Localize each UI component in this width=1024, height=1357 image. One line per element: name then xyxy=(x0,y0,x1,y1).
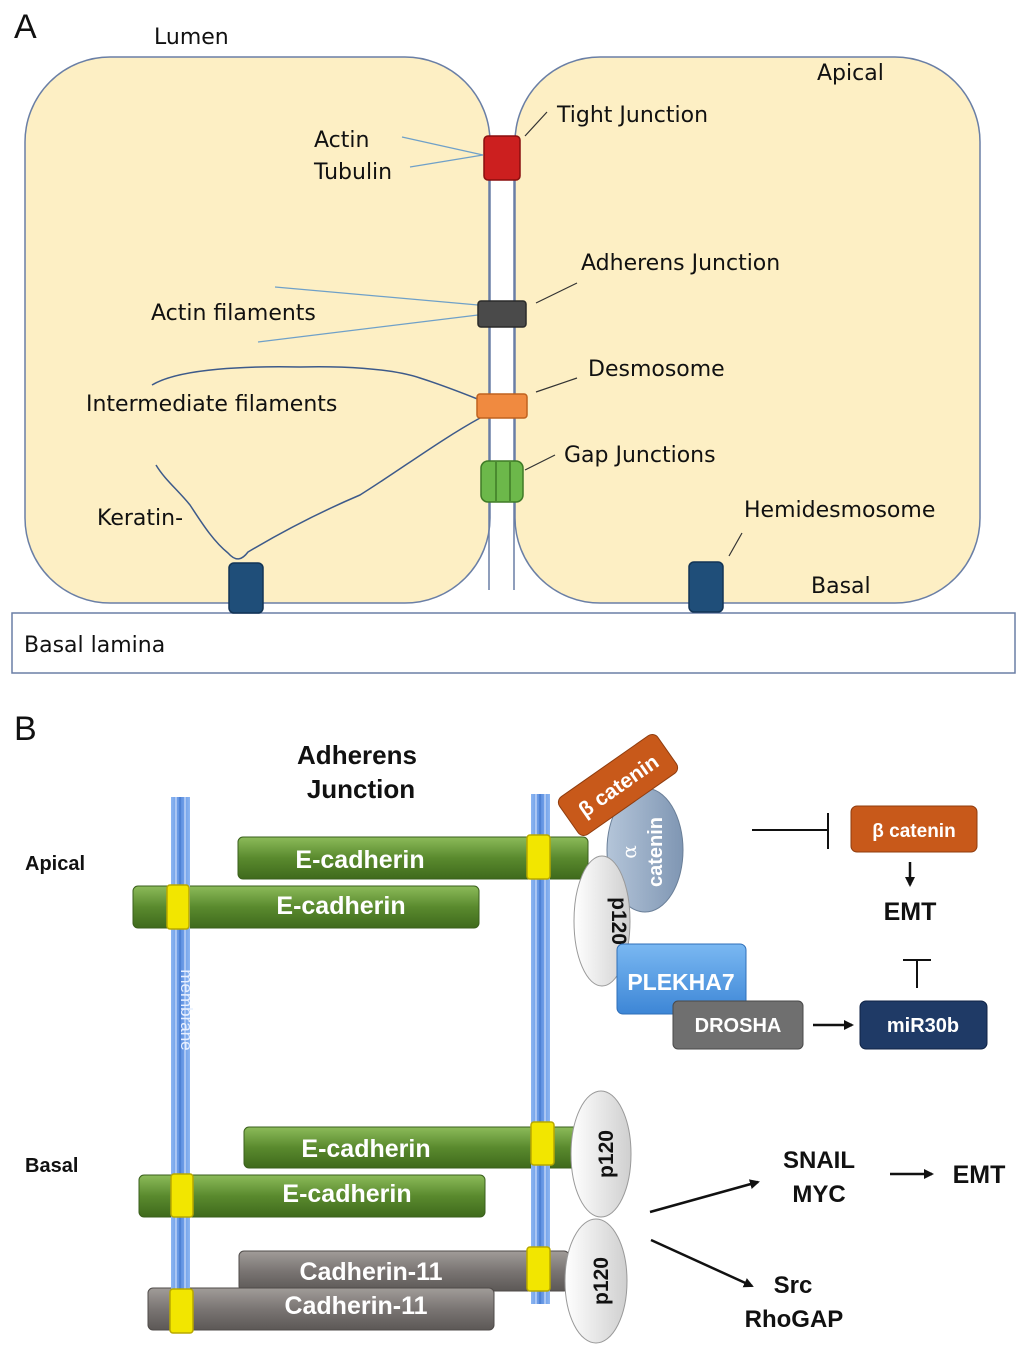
alpha-catenin-label: catenin xyxy=(645,817,667,887)
cadherin-11-bar-2 xyxy=(147,1287,495,1331)
desmosome xyxy=(476,393,528,419)
e-cadherin-label-3: E-cadherin xyxy=(301,1135,430,1163)
myc-label: MYC xyxy=(792,1181,845,1208)
cadherin-11-label-2: Cadherin-11 xyxy=(284,1292,427,1320)
emt-right-label: EMT xyxy=(953,1161,1006,1189)
p120-cadherin11 xyxy=(564,1218,628,1344)
membrane-anchors xyxy=(166,834,555,1334)
arrow-to-snail-myc xyxy=(649,1179,760,1214)
cytoskeleton-lines xyxy=(257,136,484,343)
membrane-left xyxy=(171,797,190,1332)
arrow-to-src-rhogap xyxy=(650,1238,754,1288)
rhogap-label: RhoGAP xyxy=(745,1306,844,1333)
inhibition-beta-catenin xyxy=(752,813,829,849)
basal-label-a: Basal xyxy=(811,574,871,599)
lumen-label: Lumen xyxy=(154,25,229,50)
cadherin-11-label-1: Cadherin-11 xyxy=(299,1258,442,1286)
adherens-title-line2: Junction xyxy=(307,774,415,804)
drosha-box xyxy=(672,1000,804,1050)
p120-apical xyxy=(573,855,631,987)
beta-catenin-box xyxy=(850,805,978,853)
hemidesmosome-right xyxy=(688,561,724,613)
e-cadherin-bar-2 xyxy=(132,885,480,929)
tight-junction xyxy=(483,135,521,181)
intermediate-filaments-label: Intermediate filaments xyxy=(86,392,337,417)
p120-basal-ecad xyxy=(570,1090,632,1218)
intermediate-filament-lines xyxy=(151,366,481,560)
panel-b-label: B xyxy=(14,710,37,748)
junction-column xyxy=(488,160,515,590)
left-cell xyxy=(24,56,491,604)
mir30b-box xyxy=(859,1000,988,1050)
apical-label-a: Apical xyxy=(817,61,884,86)
gap-junctions-label: Gap Junctions xyxy=(564,443,716,468)
panel-a-label: A xyxy=(14,8,37,46)
actin-filaments-label: Actin filaments xyxy=(151,301,316,326)
adherens-title-line1: Adherens xyxy=(297,740,417,770)
basal-lamina-label: Basal lamina xyxy=(24,633,165,658)
snail-label: SNAIL xyxy=(783,1147,855,1174)
e-cadherin-label-1: E-cadherin xyxy=(295,846,424,874)
right-cell xyxy=(514,56,981,604)
p120-apical-label: p120 xyxy=(607,897,630,945)
gap-junction xyxy=(480,460,524,503)
keratin-label: Keratin- xyxy=(97,506,183,531)
inhibition-mir30b-emt xyxy=(903,959,931,988)
desmosome-label: Desmosome xyxy=(588,357,725,382)
membrane-label: membrane xyxy=(177,969,196,1050)
basal-lamina xyxy=(11,612,1016,674)
p120-cadherin11-label: p120 xyxy=(590,1257,613,1305)
hemidesmosome-left xyxy=(228,562,264,614)
plekha7-label: PLEKHA7 xyxy=(627,969,734,995)
alpha-catenin-symbol: α xyxy=(617,845,641,859)
src-label: Src xyxy=(774,1272,813,1299)
tubulin-label: Tubulin xyxy=(313,160,392,185)
mir30b-label: miR30b xyxy=(887,1015,959,1037)
adherens-junction xyxy=(477,300,527,328)
e-cadherin-bar-1 xyxy=(237,836,589,880)
tight-junction-label: Tight Junction xyxy=(556,103,708,128)
e-cadherin-label-4: E-cadherin xyxy=(282,1180,411,1208)
e-cadherin-bar-4 xyxy=(138,1174,486,1218)
basal-label-b: Basal xyxy=(25,1155,78,1177)
emt-top-label: EMT xyxy=(884,898,937,926)
e-cadherin-label-2: E-cadherin xyxy=(276,892,405,920)
callout-lines xyxy=(524,111,743,557)
beta-catenin-box-label: β catenin xyxy=(872,821,955,842)
actin-label: Actin xyxy=(314,128,369,153)
p120-basal-ecad-label: p120 xyxy=(595,1130,618,1178)
apical-label-b: Apical xyxy=(25,853,85,875)
adherens-junction-label: Adherens Junction xyxy=(581,251,780,276)
hemidesmosome-label: Hemidesmosome xyxy=(744,498,935,523)
drosha-label: DROSHA xyxy=(695,1015,782,1037)
